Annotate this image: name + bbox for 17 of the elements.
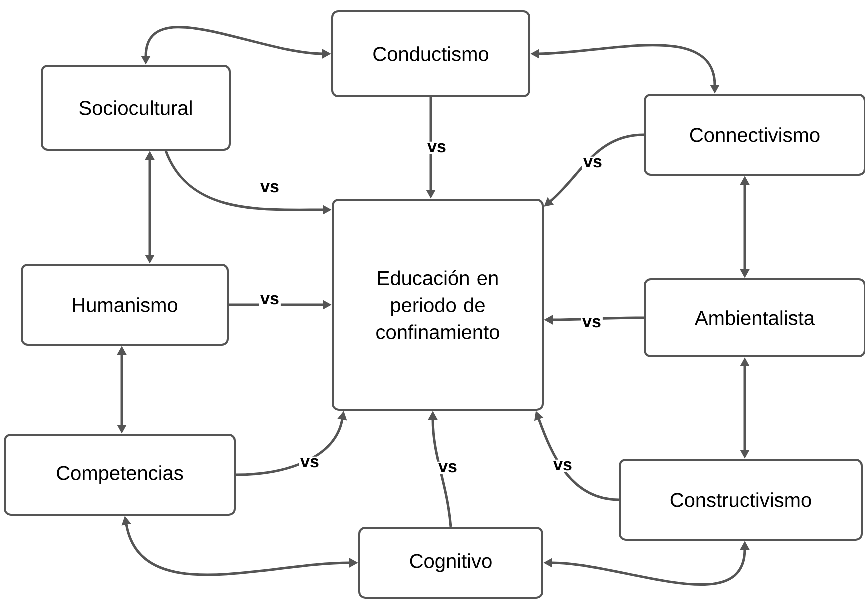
edge-label: vs — [259, 182, 281, 194]
edge-label: vs — [581, 316, 603, 330]
edge-label: vs — [552, 460, 574, 472]
concept-box: Connectivismo — [644, 94, 865, 176]
edge-label: vs — [437, 462, 459, 474]
concept-box: Humanismo — [21, 264, 229, 346]
concept-box: Competencias — [4, 434, 236, 516]
concept-box: Conductismo — [332, 10, 530, 98]
concept-box: Cognitivo — [358, 526, 544, 599]
edge-label: vs — [259, 294, 281, 306]
edge-label: vs — [426, 142, 448, 154]
edge-label: vs — [299, 456, 321, 470]
concept-box: Sociocultural — [41, 65, 231, 151]
concept-box: Educación en periodo de confinamiento — [332, 199, 544, 411]
concept-box: Ambientalista — [644, 278, 865, 358]
edge-label: vs — [582, 156, 604, 170]
concept-box: Constructivismo — [619, 458, 863, 541]
